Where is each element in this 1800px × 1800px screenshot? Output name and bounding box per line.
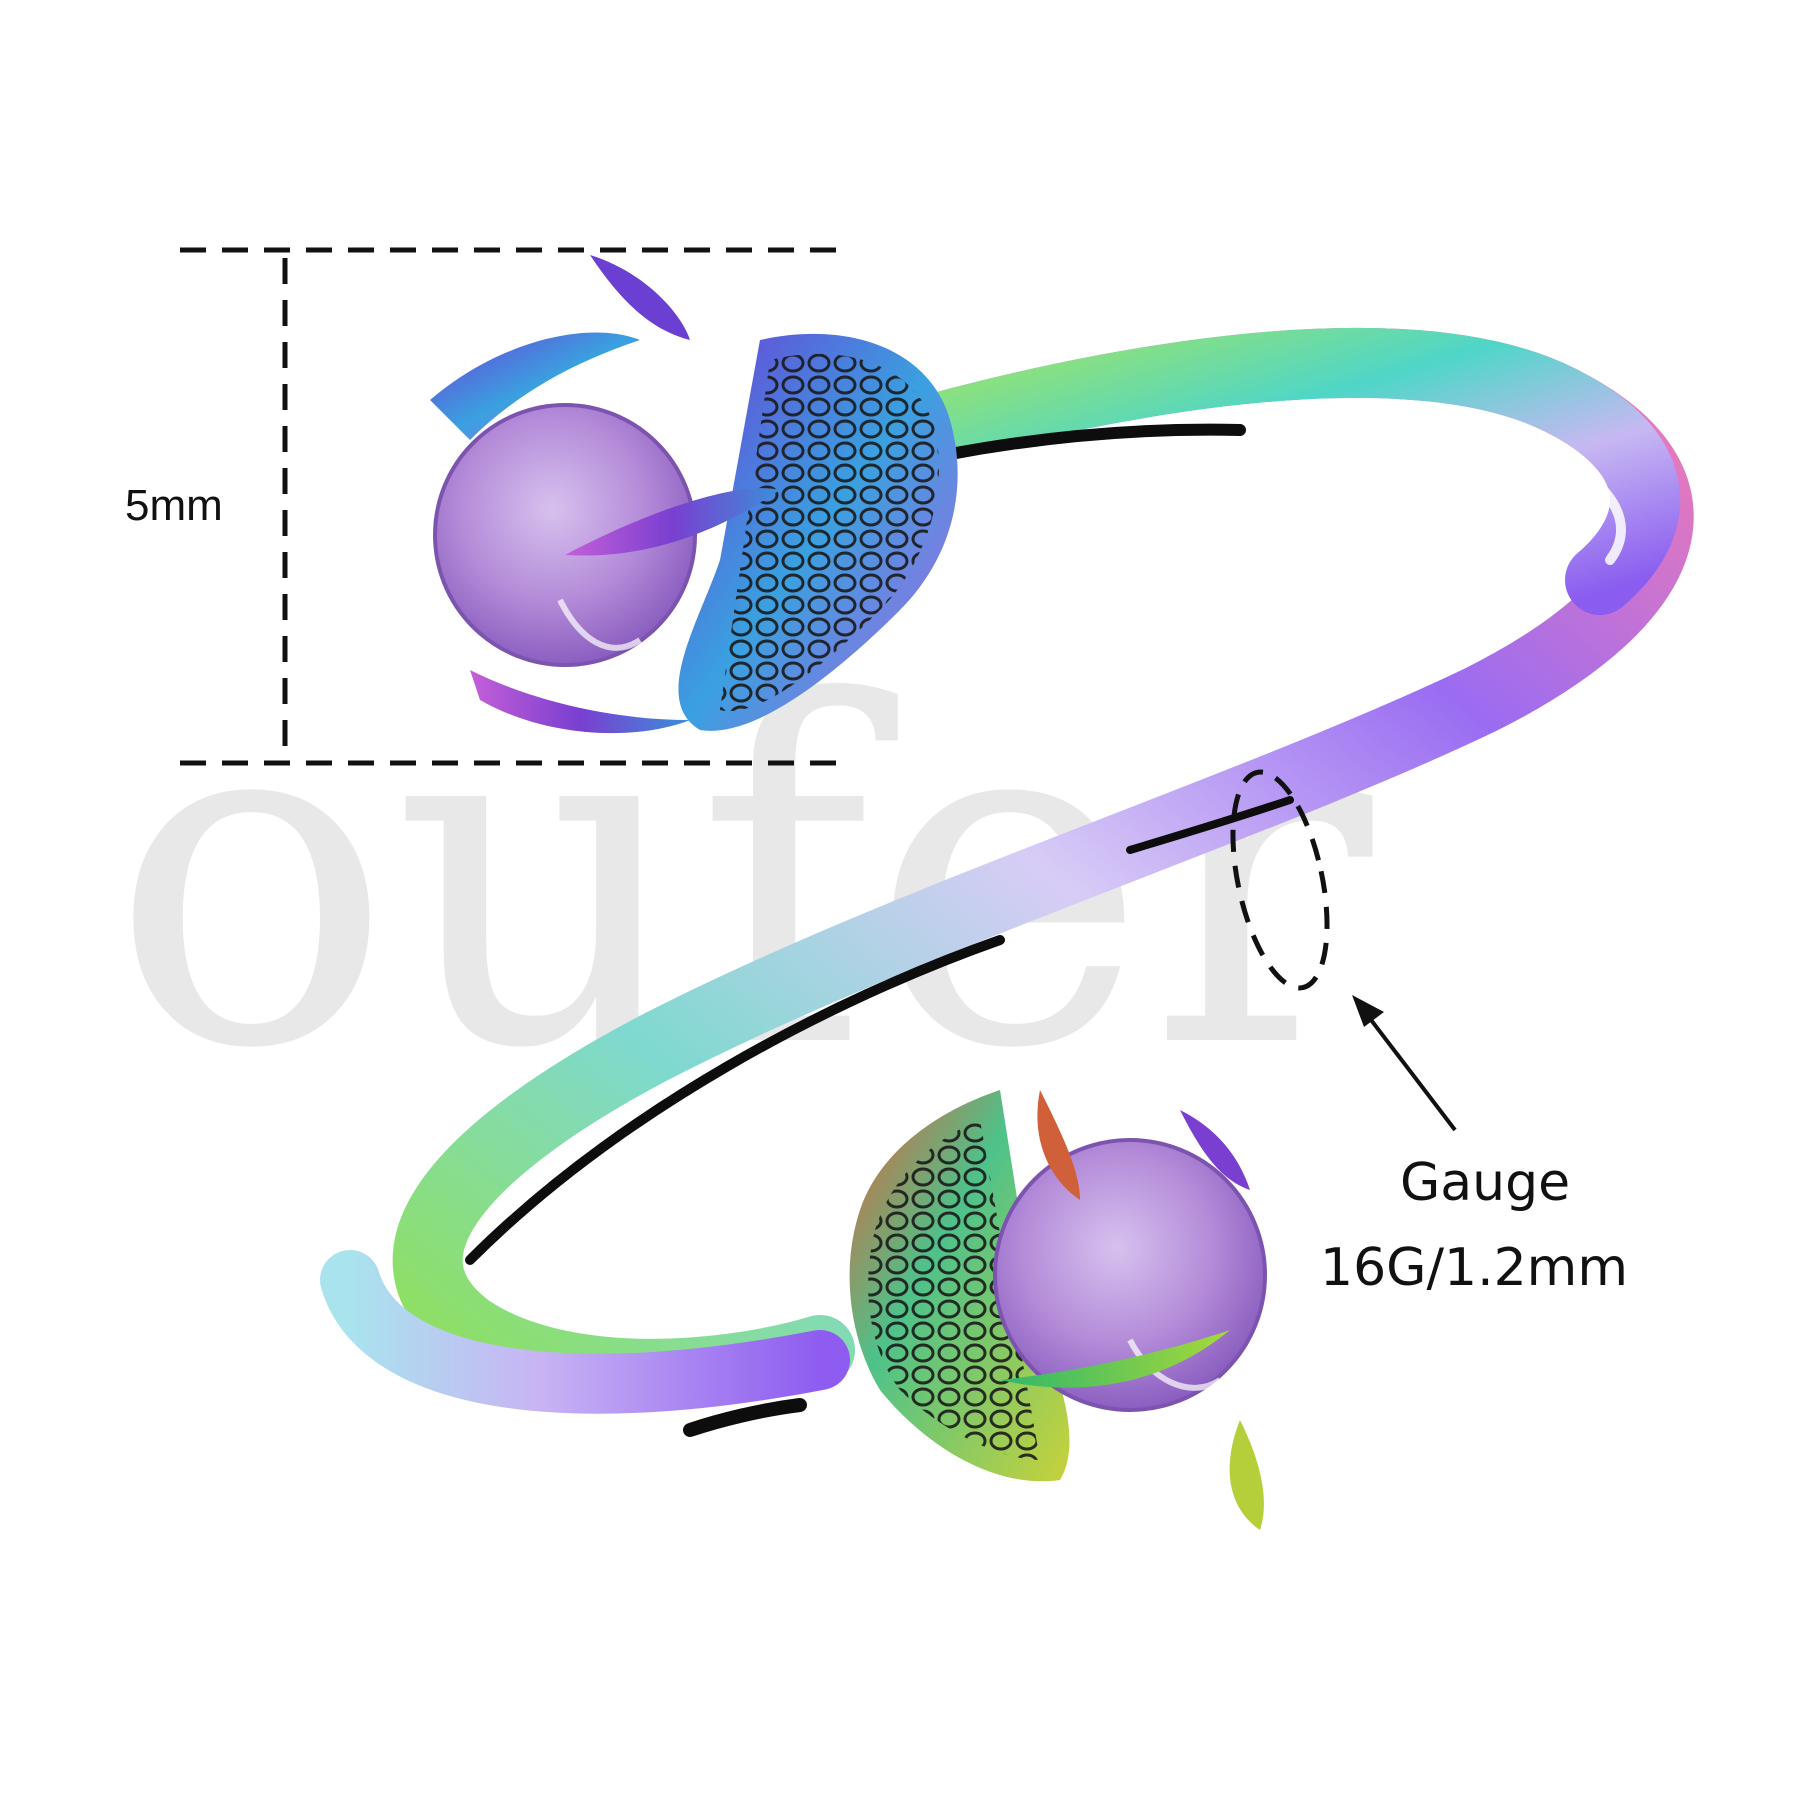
claw-scales bbox=[720, 353, 939, 712]
gauge-callout: Gauge 16G/1.2mm bbox=[1230, 769, 1628, 1298]
claw-talon bbox=[470, 670, 690, 734]
gauge-arrow-head bbox=[1352, 995, 1384, 1027]
purple-gem bbox=[435, 405, 695, 665]
gem-glint bbox=[1127, 1338, 1222, 1391]
ring-shadow bbox=[1126, 796, 1294, 854]
ring-band-bottom bbox=[320, 1250, 850, 1414]
gem-outline bbox=[433, 403, 697, 667]
spiral-ring bbox=[320, 327, 1694, 1437]
dimension-guides: 5mm bbox=[125, 247, 850, 766]
gauge-value: 16G/1.2mm bbox=[1320, 1238, 1628, 1298]
ring-shadow bbox=[939, 423, 1246, 461]
claw-talon bbox=[1180, 1110, 1250, 1190]
ring-shadow bbox=[465, 935, 1005, 1265]
gauge-ellipse bbox=[1230, 769, 1330, 991]
ring-shadow bbox=[683, 1398, 807, 1437]
claw-scales bbox=[868, 1120, 1040, 1460]
ring-band-top bbox=[895, 327, 1681, 615]
claw-talon bbox=[590, 255, 690, 340]
claw-talon bbox=[430, 332, 640, 440]
claw-talon bbox=[1229, 1420, 1264, 1530]
gauge-title: Gauge bbox=[1400, 1153, 1570, 1213]
dimension-label: 5mm bbox=[125, 481, 223, 530]
bottom-claw-bead bbox=[849, 1090, 1267, 1530]
claw-talon bbox=[1037, 1090, 1080, 1200]
top-claw-bead bbox=[430, 255, 958, 734]
gem-glint bbox=[557, 598, 642, 651]
gauge-arrow-line bbox=[1363, 1010, 1457, 1132]
gem-outline bbox=[993, 1138, 1267, 1412]
claw-talon bbox=[1000, 1330, 1230, 1388]
claw-talon bbox=[565, 488, 780, 556]
ring-highlight bbox=[1495, 425, 1626, 565]
